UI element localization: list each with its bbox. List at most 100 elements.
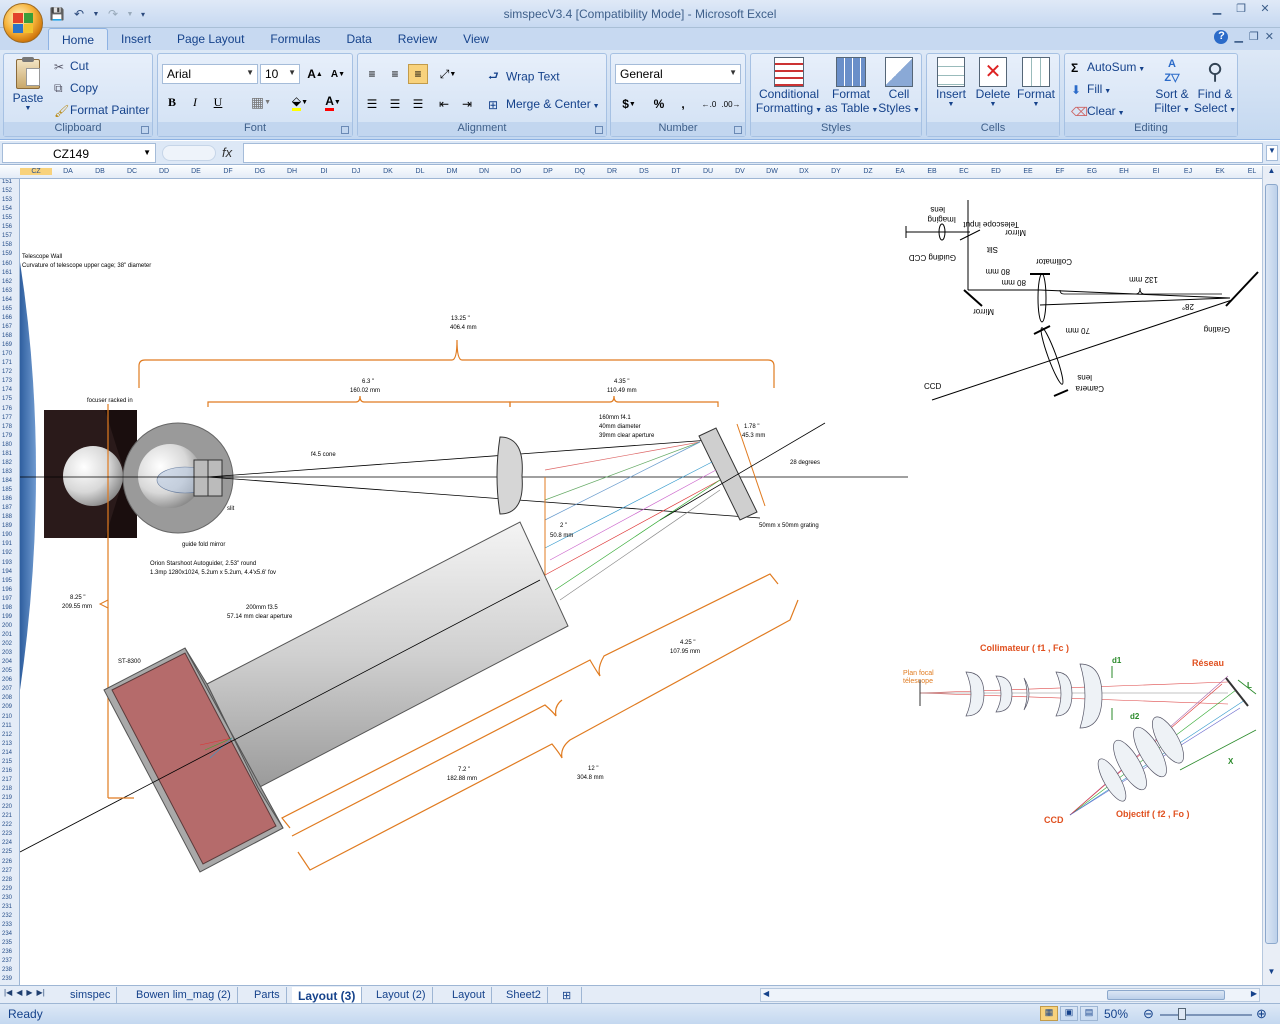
align-bottom-button[interactable]: ≡ (408, 64, 428, 84)
row-header[interactable]: 164 (2, 297, 12, 303)
align-left-button[interactable]: ☰ (362, 94, 382, 114)
row-header[interactable]: 208 (2, 695, 12, 701)
row-header[interactable]: 190 (2, 532, 12, 538)
row-header[interactable]: 222 (2, 822, 12, 828)
prev-sheet-icon[interactable]: ◀ (16, 988, 22, 997)
cut-button[interactable]: ✂Cut (54, 59, 89, 74)
close-icon[interactable]: ✕ (1254, 2, 1276, 18)
worksheet-grid[interactable]: Telescope Wall Curvature of telescope up… (20, 179, 1262, 985)
row-header[interactable]: 229 (2, 886, 12, 892)
row-header[interactable]: 197 (2, 596, 12, 602)
tab-home[interactable]: Home (48, 28, 108, 50)
tab-review[interactable]: Review (385, 28, 450, 50)
row-header[interactable]: 194 (2, 569, 12, 575)
align-right-button[interactable]: ☰ (408, 94, 428, 114)
formula-input[interactable] (243, 143, 1263, 163)
row-header[interactable]: 232 (2, 913, 12, 919)
increase-decimal-button[interactable]: ←.0 (699, 94, 719, 114)
format-cells-button[interactable]: Format ▼ (1015, 57, 1057, 108)
underline-button[interactable]: U (208, 92, 228, 112)
row-header[interactable]: 153 (2, 197, 12, 203)
percent-button[interactable]: % (649, 94, 669, 114)
sheet-tab-bowen[interactable]: Bowen lim_mag (2) (130, 987, 238, 1003)
row-header[interactable]: 216 (2, 768, 12, 774)
row-header[interactable]: 237 (2, 958, 12, 964)
merge-center-button[interactable]: ⊞Merge & Center ▼ (488, 97, 600, 112)
telescope-wall-shape[interactable] (20, 262, 36, 690)
row-header[interactable]: 195 (2, 578, 12, 584)
row-header[interactable]: 215 (2, 759, 12, 765)
shrink-font-button[interactable]: A▼ (328, 64, 348, 84)
insert-function-icon[interactable]: fx (222, 145, 232, 160)
row-header[interactable]: 169 (2, 342, 12, 348)
scroll-up-icon[interactable]: ▲ (1263, 166, 1280, 182)
row-header[interactable]: 193 (2, 560, 12, 566)
column-header[interactable]: EJ (1172, 168, 1204, 175)
column-header[interactable]: DM (436, 168, 468, 175)
column-header[interactable]: DB (84, 168, 116, 175)
help-icon[interactable]: ? (1214, 30, 1228, 44)
vertical-scroll-thumb[interactable] (1265, 184, 1278, 944)
format-as-table-button[interactable]: Format as Table ▼ (825, 57, 877, 115)
row-header[interactable]: 200 (2, 623, 12, 629)
number-format-combo[interactable]: General▼ (615, 64, 741, 84)
row-header[interactable]: 155 (2, 215, 12, 221)
grating-block[interactable] (699, 428, 757, 520)
ribbon-close-icon[interactable]: ✕ (1265, 30, 1274, 44)
alignment-launcher-icon[interactable] (595, 126, 603, 134)
column-header[interactable]: EH (1108, 168, 1140, 175)
minimize-icon[interactable]: ▁ (1206, 2, 1228, 18)
row-header[interactable]: 171 (2, 360, 12, 366)
row-header[interactable]: 162 (2, 279, 12, 285)
zoom-slider-thumb[interactable] (1178, 1008, 1186, 1020)
row-header[interactable]: 174 (2, 387, 12, 393)
row-header[interactable]: 156 (2, 224, 12, 230)
column-header[interactable]: DN (468, 168, 500, 175)
row-header[interactable]: 185 (2, 487, 12, 493)
column-header[interactable]: DE (180, 168, 212, 175)
zoom-in-icon[interactable]: ⊕ (1256, 1006, 1267, 1022)
vertical-scrollbar[interactable]: ▲ ▼ (1262, 166, 1280, 985)
column-header[interactable]: DS (628, 168, 660, 175)
zoom-level[interactable]: 50% (1104, 1007, 1128, 1021)
clipboard-launcher-icon[interactable] (141, 126, 149, 134)
conditional-formatting-button[interactable]: Conditional Formatting ▼ (754, 57, 824, 115)
row-header[interactable]: 217 (2, 777, 12, 783)
row-header[interactable]: 159 (2, 251, 12, 257)
column-header[interactable]: EK (1204, 168, 1236, 175)
sheet-tab-simspec[interactable]: simspec (64, 987, 117, 1003)
column-header[interactable]: EG (1076, 168, 1108, 175)
row-header[interactable]: 204 (2, 659, 12, 665)
row-header[interactable]: 219 (2, 795, 12, 801)
row-header[interactable]: 161 (2, 270, 12, 276)
office-button[interactable] (3, 3, 43, 43)
row-header[interactable]: 188 (2, 514, 12, 520)
column-header[interactable]: EE (1012, 168, 1044, 175)
last-sheet-icon[interactable]: ▶| (37, 988, 45, 997)
column-header[interactable]: DJ (340, 168, 372, 175)
column-header[interactable]: CZ (20, 168, 52, 175)
decrease-decimal-button[interactable]: .00→ (721, 94, 741, 114)
row-header[interactable]: 154 (2, 206, 12, 212)
copy-button[interactable]: ⧉Copy (54, 81, 98, 96)
align-center-button[interactable]: ☰ (385, 94, 405, 114)
ribbon-minimize-icon[interactable]: ▁ (1234, 30, 1242, 44)
cell-styles-button[interactable]: Cell Styles ▼ (877, 57, 921, 115)
scroll-down-icon[interactable]: ▼ (1263, 967, 1280, 983)
row-header[interactable]: 205 (2, 668, 12, 674)
row-header[interactable]: 224 (2, 840, 12, 846)
horizontal-scrollbar[interactable]: ◀ ▶ (760, 988, 1260, 1002)
row-header[interactable]: 189 (2, 523, 12, 529)
row-header[interactable]: 176 (2, 406, 12, 412)
grow-font-button[interactable]: A▲ (305, 64, 325, 84)
row-header[interactable]: 218 (2, 786, 12, 792)
column-header[interactable]: DY (820, 168, 852, 175)
page-break-view-icon[interactable]: ▤ (1080, 1006, 1098, 1021)
currency-button[interactable]: $▼ (615, 94, 643, 114)
sheet-tab-parts[interactable]: Parts (248, 987, 287, 1003)
row-header[interactable]: 165 (2, 306, 12, 312)
column-header[interactable]: DV (724, 168, 756, 175)
row-header[interactable]: 172 (2, 369, 12, 375)
find-select-button[interactable]: ⚲ Find & Select ▼ (1193, 57, 1237, 115)
row-header[interactable]: 173 (2, 378, 12, 384)
